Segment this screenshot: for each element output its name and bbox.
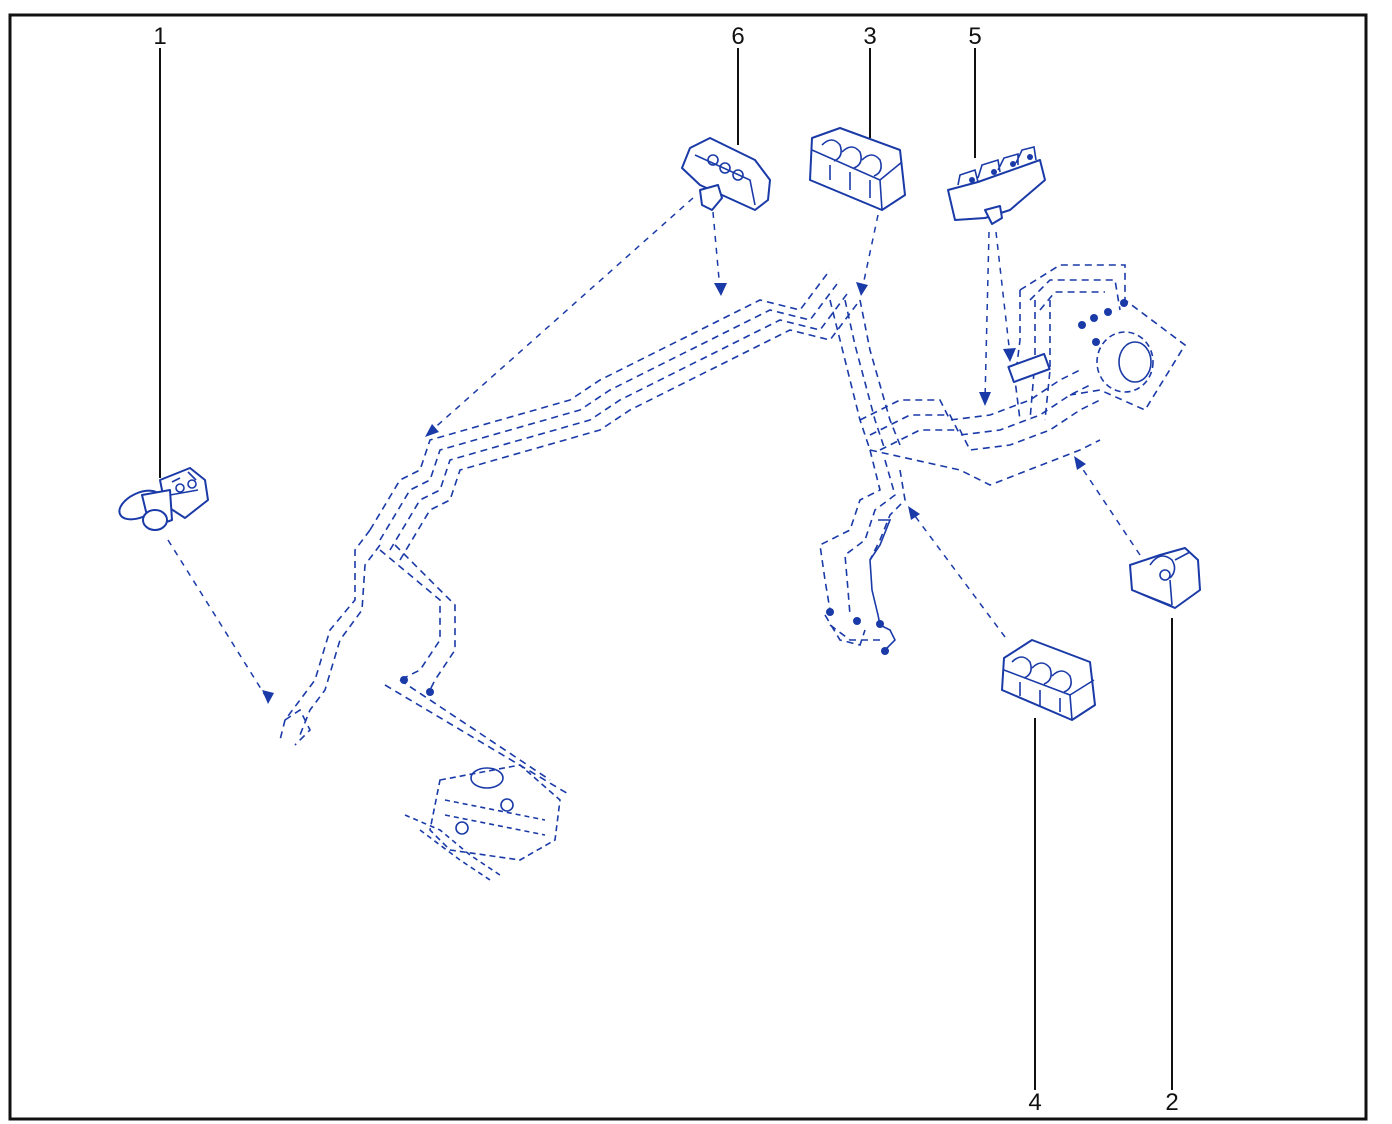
callout-4: 4 (1028, 1089, 1041, 1116)
flex-hose (869, 519, 896, 651)
part-5-multi-clip-icon (947, 146, 1046, 225)
callout-3: 3 (863, 23, 876, 50)
callout-5: 5 (968, 23, 981, 50)
part-1-clip-with-spacer-icon (118, 467, 209, 531)
part-4-triple-clip-icon (1001, 639, 1096, 721)
diagram-border (8, 13, 1368, 1121)
label-plate (1007, 352, 1051, 384)
master-cylinder (404, 764, 561, 881)
assembly-arrows (167, 197, 1141, 704)
fitting-dots (400, 608, 889, 696)
callout-6: 6 (731, 23, 744, 50)
part-3-triple-clip-icon (809, 127, 906, 211)
callout-2: 2 (1165, 1089, 1178, 1116)
abs-unit (1078, 299, 1154, 393)
callout-1: 1 (153, 23, 166, 50)
part-2-single-clip-icon (1129, 547, 1201, 609)
part-6-grommet-icon (681, 137, 771, 211)
pipe-harness (279, 264, 1187, 796)
callout-leaders (159, 48, 1173, 1090)
